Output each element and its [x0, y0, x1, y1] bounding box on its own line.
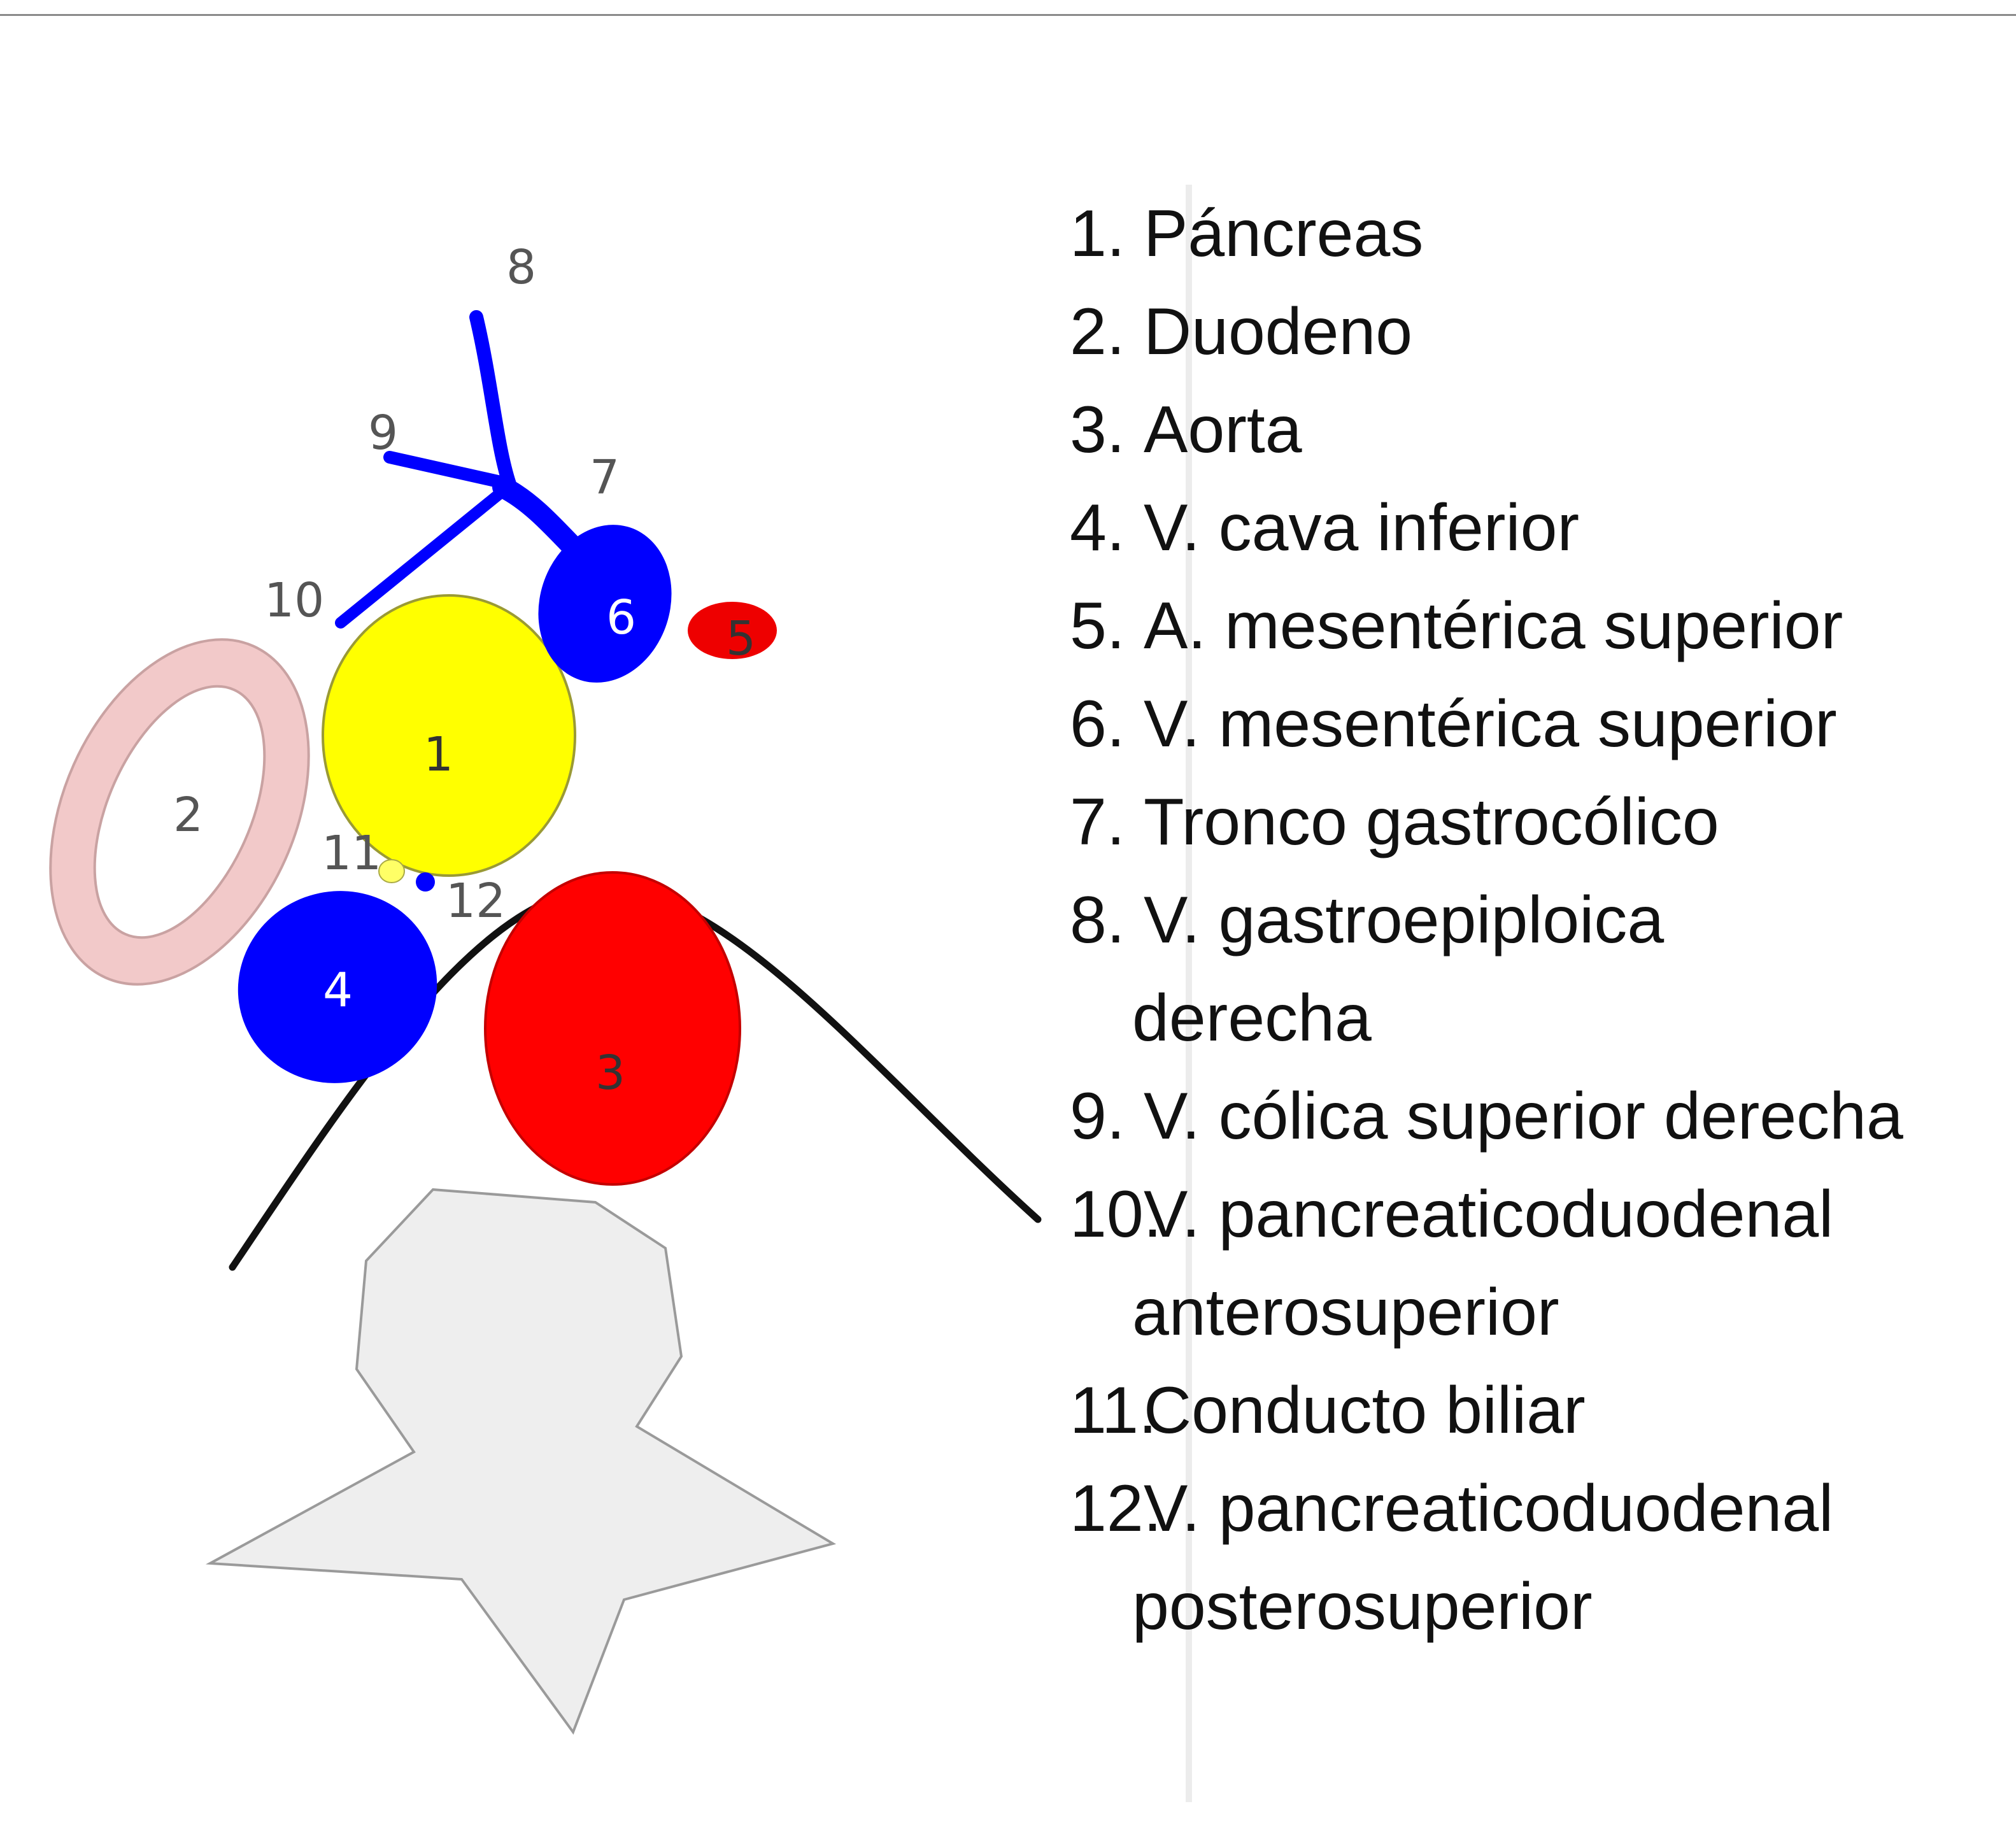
legend-number: 10. — [1070, 1177, 1162, 1251]
label-5: 5 — [726, 611, 756, 666]
legend-item: 6. V. mesentérica superior — [1070, 675, 2006, 773]
v-gastroepiploica-derecha-line — [469, 310, 516, 491]
legend-item: 11. Conducto biliar — [1070, 1361, 2006, 1460]
legend-item: 8. V. gastroepiploica — [1070, 871, 2006, 969]
label-9: 9 — [368, 406, 398, 460]
legend-text: Duodeno — [1144, 295, 1413, 369]
legend-item: 3. Aorta — [1070, 381, 2006, 479]
legend-number: 8. — [1070, 883, 1125, 957]
anatomy-diagram: 1 2 3 4 5 6 7 8 9 10 11 12 — [49, 240, 1042, 1735]
legend-item-continuation: posterosuperior — [1070, 1558, 2006, 1656]
legend-number: 5. — [1070, 589, 1125, 663]
pancreas-shape — [322, 594, 576, 877]
legend-text: A. mesentérica superior — [1144, 589, 1843, 663]
legend-text: V. mesentérica superior — [1144, 687, 1837, 761]
label-3: 3 — [595, 1046, 625, 1100]
legend-item: 4. V. cava inferior — [1070, 479, 2006, 577]
label-4: 4 — [323, 963, 353, 1018]
label-2: 2 — [173, 788, 203, 842]
legend-number: 9. — [1070, 1079, 1125, 1153]
legend-text: V. pancreaticoduodenal — [1144, 1177, 1834, 1251]
duodeno-shape — [49, 638, 310, 986]
legend-item: 2. Duodeno — [1070, 283, 2006, 381]
legend-number: 2. — [1070, 295, 1125, 369]
label-7: 7 — [590, 450, 620, 505]
legend-number: 3. — [1070, 393, 1125, 467]
label-12: 12 — [446, 874, 506, 928]
vertical-divider — [1186, 185, 1192, 1802]
legend-text: V. gastroepiploica — [1144, 871, 1971, 969]
legend-list: 1. Páncreas 2. Duodeno 3. Aorta 4. V. ca… — [1070, 185, 2006, 1656]
legend-text: V. cava inferior — [1144, 491, 1580, 565]
label-1: 1 — [423, 727, 453, 782]
top-rule — [0, 14, 2016, 16]
legend-text-line: V. gastroepiploica — [1144, 883, 1665, 957]
legend-item: 7. Tronco gastrocólico — [1070, 773, 2006, 871]
legend-item: 10. V. pancreaticoduodenal — [1070, 1165, 2006, 1263]
vena-cava-inferior-shape — [238, 891, 437, 1083]
a-mesenterica-superior-shape — [688, 602, 777, 659]
legend-number: 4. — [1070, 491, 1125, 565]
v-mesenterica-superior-shape — [538, 525, 672, 683]
legend-text: V. cólica superior derecha — [1144, 1079, 1903, 1153]
label-11: 11 — [322, 826, 381, 881]
legend-item: 1. Páncreas — [1070, 185, 2006, 283]
legend-text-line: posterosuperior — [1132, 1570, 1593, 1644]
legend-number: 12. — [1070, 1472, 1162, 1546]
label-8: 8 — [506, 240, 536, 295]
legend-text: V. pancreaticoduodenal — [1144, 1472, 1834, 1546]
legend-item-continuation: derecha — [1070, 969, 2006, 1067]
v-colica-superior-derecha-line — [383, 451, 516, 490]
label-10: 10 — [264, 573, 324, 628]
legend-item-continuation: anterosuperior — [1070, 1263, 2006, 1361]
legend-text: Tronco gastrocólico — [1144, 785, 1719, 859]
v-pancreaticoduodenal-posterosuperior-shape — [416, 872, 435, 892]
legend-text-line: anterosuperior — [1132, 1276, 1559, 1349]
legend-number: 7. — [1070, 785, 1125, 859]
v-pancreaticoduodenal-anterosuperior-line — [335, 488, 506, 629]
legend-text-line: derecha — [1132, 981, 1372, 1055]
vertebra-shape — [205, 1188, 837, 1735]
legend-item: 5. A. mesentérica superior — [1070, 577, 2006, 675]
legend-number: 1. — [1070, 197, 1125, 271]
legend-text: Páncreas — [1144, 197, 1424, 271]
aorta-shape — [484, 871, 741, 1186]
conducto-biliar-shape — [378, 859, 405, 883]
label-6: 6 — [606, 590, 636, 645]
legend-text: Aorta — [1144, 393, 1302, 467]
legend-item: 9. V. cólica superior derecha — [1070, 1067, 2006, 1165]
legend-text: Conducto biliar — [1144, 1374, 1586, 1447]
legend-number: 6. — [1070, 687, 1125, 761]
legend-item: 12. V. pancreaticoduodenal — [1070, 1460, 2006, 1558]
legend-number: 11. — [1070, 1374, 1157, 1447]
